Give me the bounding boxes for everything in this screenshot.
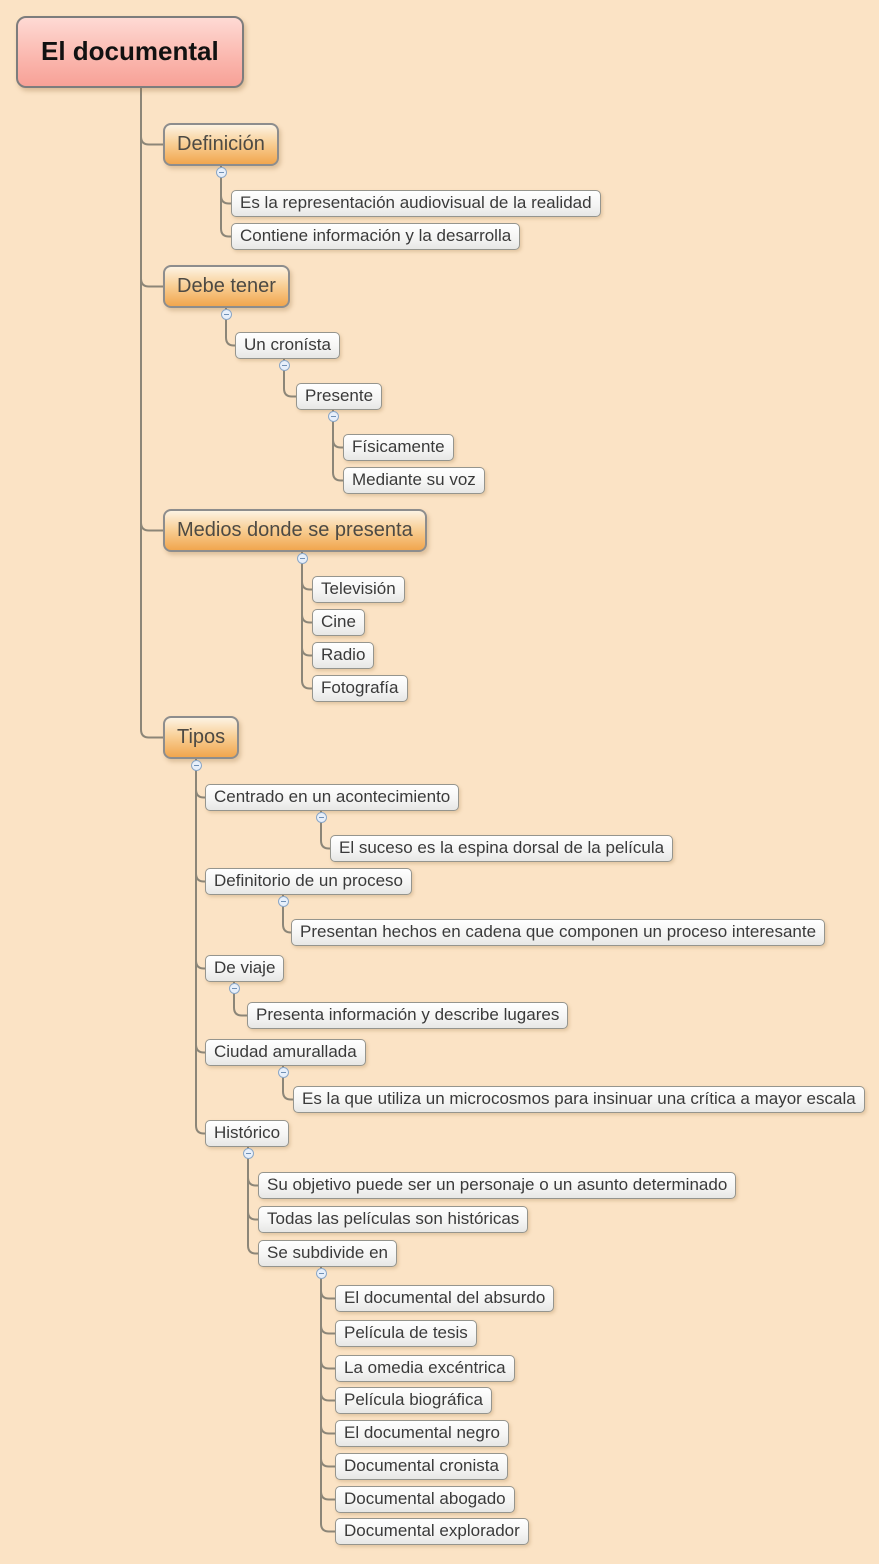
node-documental-del-absurdo[interactable]: El documental del absurdo <box>335 1285 555 1312</box>
node-documental-cronista[interactable]: Documental cronista <box>335 1453 508 1480</box>
collapse-minus-circle-icon[interactable] <box>278 360 290 371</box>
node-es-la-que-utiliza[interactable]: Es la que utiliza un microcosmos para in… <box>293 1086 865 1113</box>
collapse-minus-circle-icon[interactable] <box>296 553 308 564</box>
node-debe-tener[interactable]: Debe tener <box>163 265 290 308</box>
collapse-minus-circle-icon[interactable] <box>327 411 339 422</box>
collapse-minus-circle-icon[interactable] <box>215 167 227 178</box>
collapse-minus-circle-icon[interactable] <box>277 1067 289 1078</box>
node-pelicula-de-tesis[interactable]: Película de tesis <box>335 1320 477 1347</box>
node-la-omedia-excentrica[interactable]: La omedia excéntrica <box>335 1355 515 1382</box>
collapse-minus-circle-icon[interactable] <box>220 309 232 320</box>
collapse-minus-circle-icon[interactable] <box>228 983 240 994</box>
node-documental-negro[interactable]: El documental negro <box>335 1420 509 1447</box>
node-documental-explorador[interactable]: Documental explorador <box>335 1518 529 1545</box>
node-fotografia[interactable]: Fotografía <box>312 675 408 702</box>
node-todas-las-peliculas[interactable]: Todas las películas son históricas <box>258 1206 529 1233</box>
node-cine[interactable]: Cine <box>312 609 365 636</box>
node-presenta-informacion[interactable]: Presenta información y describe lugares <box>247 1002 569 1029</box>
node-ciudad-amurallada[interactable]: Ciudad amurallada <box>205 1039 366 1066</box>
collapse-minus-circle-icon[interactable] <box>277 896 289 907</box>
node-documental-abogado[interactable]: Documental abogado <box>335 1486 515 1513</box>
node-un-cronista[interactable]: Un cronísta <box>235 332 340 359</box>
collapse-minus-circle-icon[interactable] <box>190 760 202 771</box>
node-medios-donde-se-presenta[interactable]: Medios donde se presenta <box>163 509 427 552</box>
collapse-minus-circle-icon[interactable] <box>315 1268 327 1279</box>
node-de-viaje[interactable]: De viaje <box>205 955 285 982</box>
node-contiene-informacion[interactable]: Contiene información y la desarrolla <box>231 223 521 250</box>
node-pelicula-biografica[interactable]: Película biográfica <box>335 1387 492 1414</box>
node-definicion[interactable]: Definición <box>163 123 279 166</box>
node-centrado-en-un-acontecimiento[interactable]: Centrado en un acontecimiento <box>205 784 460 811</box>
node-su-objetivo[interactable]: Su objetivo puede ser un personaje o un … <box>258 1172 737 1199</box>
node-es-la-representacion[interactable]: Es la representación audiovisual de la r… <box>231 190 601 217</box>
node-mediante-su-voz[interactable]: Mediante su voz <box>343 467 485 494</box>
collapse-minus-circle-icon[interactable] <box>242 1148 254 1159</box>
node-el-documental[interactable]: El documental <box>16 16 244 88</box>
node-definitorio-de-un-proceso[interactable]: Definitorio de un proceso <box>205 868 413 895</box>
node-fisicamente[interactable]: Físicamente <box>343 434 454 461</box>
node-presentan-hechos[interactable]: Presentan hechos en cadena que componen … <box>291 919 826 946</box>
collapse-minus-circle-icon[interactable] <box>315 812 327 823</box>
node-tipos[interactable]: Tipos <box>163 716 240 759</box>
node-el-suceso[interactable]: El suceso es la espina dorsal de la pelí… <box>330 835 674 862</box>
node-presente[interactable]: Presente <box>296 383 383 410</box>
node-historico[interactable]: Histórico <box>205 1120 290 1147</box>
node-se-subdivide-en[interactable]: Se subdivide en <box>258 1240 397 1267</box>
node-radio[interactable]: Radio <box>312 642 375 669</box>
node-television[interactable]: Televisión <box>312 576 405 603</box>
